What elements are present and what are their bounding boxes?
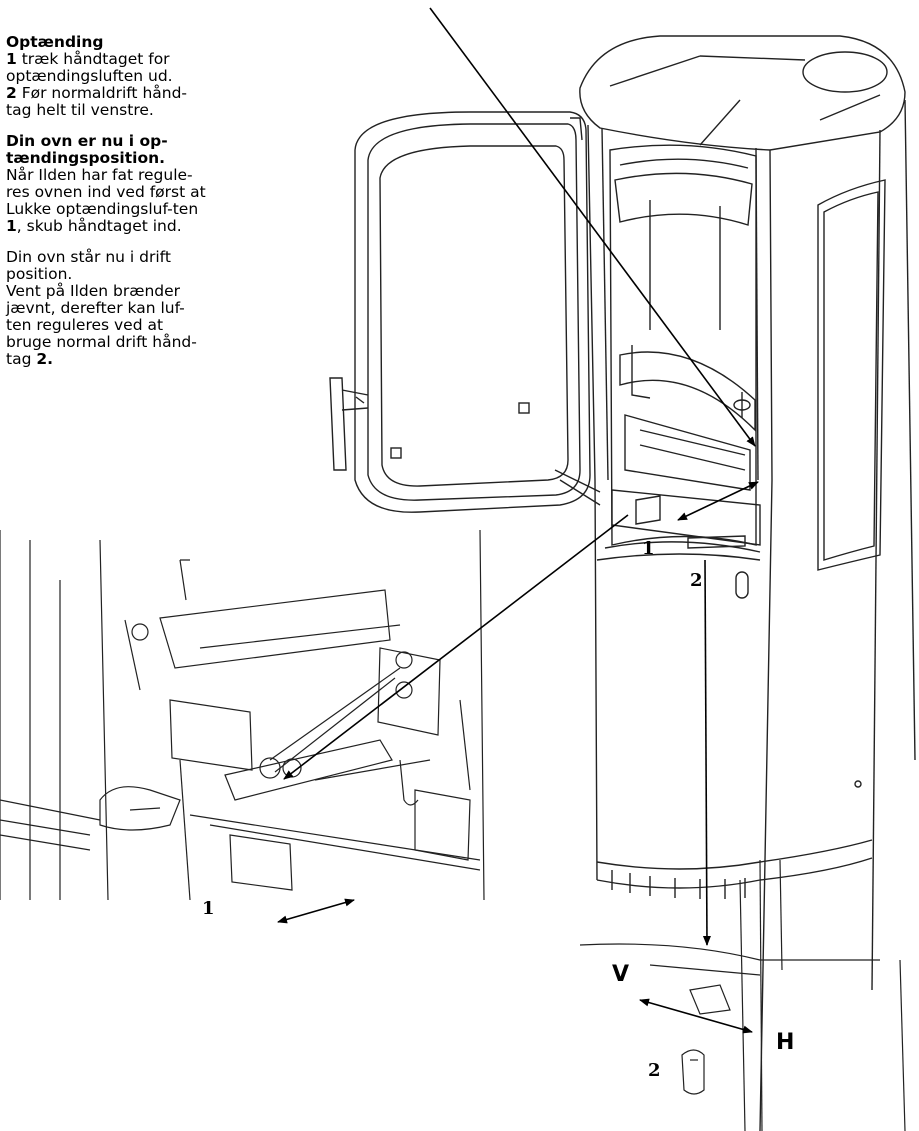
label-v: V [612, 962, 630, 987]
heading-optaending: Optænding [6, 33, 104, 51]
heading-position: Din ovn er nu i op-tændingsposition. [6, 132, 168, 167]
para2-number: 1 [6, 217, 17, 235]
leader-line-top [429, 7, 756, 447]
label-stove-1: 1 [642, 538, 655, 559]
label-h: H [776, 1030, 795, 1055]
step1-text: træk håndtaget for optændingsluften ud. [6, 50, 173, 85]
para3-text: Din ovn står nu i drift position. [6, 248, 171, 283]
leader-line-handle [702, 559, 711, 946]
label-detail-2: 2 [648, 1060, 661, 1081]
stove-door [329, 111, 601, 513]
step2-number: 2 [6, 84, 17, 102]
para2-text-a: Når Ilden har fat regule-res ovnen ind v… [6, 166, 206, 218]
detail-view [0, 529, 485, 901]
handle-zoom-view [579, 859, 906, 1131]
adjust-arrow-top [677, 481, 759, 521]
step2-text: Før normaldrift hånd-tag helt til venstr… [6, 84, 188, 119]
leader-line-detail [283, 514, 629, 780]
label-stove-2: 2 [690, 570, 703, 591]
position-block: Din ovn er nu i op-tændingsposition. Når… [6, 133, 206, 235]
step1-number: 1 [6, 50, 17, 68]
instructions-panel: Optænding 1 træk håndtaget for optænding… [6, 34, 206, 382]
para2-text-b: , skub håndtaget ind. [16, 217, 182, 235]
adjust-arrow-detail [277, 898, 355, 924]
stove-body [579, 35, 916, 1131]
instruction-step-block: Optænding 1 træk håndtaget for optænding… [6, 34, 206, 119]
adjust-arrow-v-h [639, 998, 753, 1034]
drift-block: Din ovn står nu i drift position. Vent p… [6, 249, 206, 368]
leader-lines [277, 7, 759, 1034]
para4-text: Vent på Ilden brænder jævnt, derefter ka… [6, 282, 197, 368]
label-detail-1: 1 [202, 898, 215, 919]
para4-number: 2. [36, 350, 54, 368]
